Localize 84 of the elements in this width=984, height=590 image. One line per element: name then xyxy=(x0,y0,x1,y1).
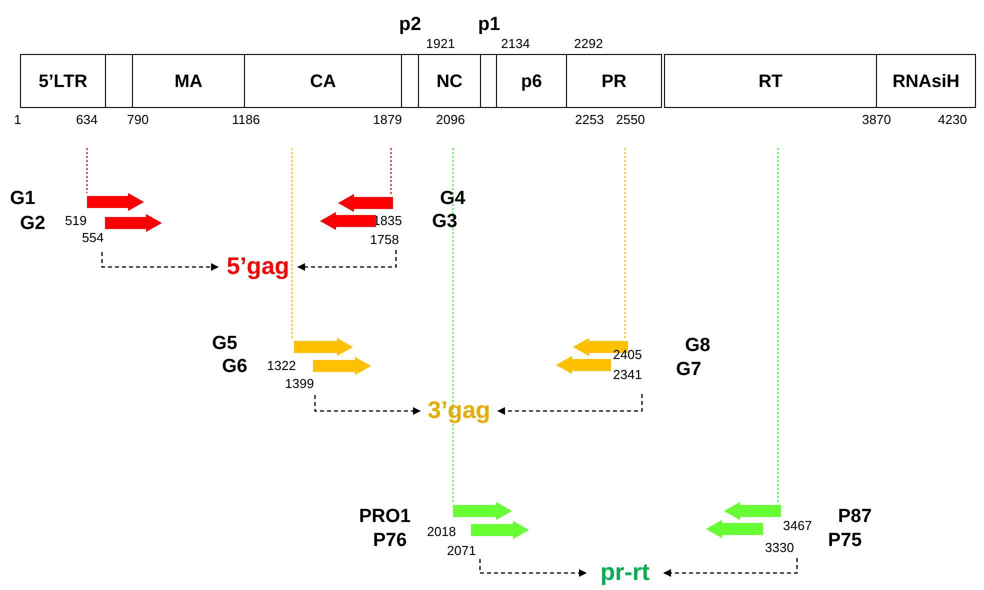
genome-segment xyxy=(105,54,133,108)
genome-segment xyxy=(876,54,976,108)
primer-arrow-icon xyxy=(105,214,162,232)
genome-segment xyxy=(401,54,419,108)
position-number: 2134 xyxy=(501,36,530,51)
dotted-guide-line xyxy=(777,148,779,502)
dashed-arrow xyxy=(663,558,798,577)
position-number: 554 xyxy=(82,230,104,245)
segment-label: p1 xyxy=(478,14,500,36)
dashed-arrow xyxy=(101,252,219,271)
primer-name: PRO1 xyxy=(359,506,411,528)
segment-label: CA xyxy=(310,70,336,92)
segment-label: p6 xyxy=(520,70,542,92)
position-number: 4230 xyxy=(938,112,967,127)
position-number: 2292 xyxy=(574,36,603,51)
position-number: 1322 xyxy=(267,358,296,373)
position-number: 634 xyxy=(76,112,98,127)
primer-name: G3 xyxy=(432,211,458,233)
primer-arrow-icon xyxy=(471,521,529,539)
primer-name: G1 xyxy=(10,188,36,210)
genome-segment xyxy=(664,54,877,108)
dashed-arrow xyxy=(314,395,421,415)
primer-arrow-icon xyxy=(556,356,611,374)
position-number: 3467 xyxy=(783,518,812,533)
position-number: 1879 xyxy=(373,112,402,127)
genome-segment xyxy=(20,54,106,108)
position-number: 2071 xyxy=(447,543,476,558)
position-number: 1758 xyxy=(370,232,399,247)
genome-segment xyxy=(132,54,245,108)
position-number: 2405 xyxy=(613,347,642,362)
amplicon-label: 5’gag xyxy=(220,252,296,282)
primer-arrow-icon xyxy=(453,502,512,520)
segment-label: 5’LTR xyxy=(38,70,88,92)
position-number: 2096 xyxy=(436,112,465,127)
segment-label: p2 xyxy=(399,14,422,36)
primer-name: G7 xyxy=(676,359,702,381)
position-number: 3870 xyxy=(862,112,891,127)
genome-segment xyxy=(496,54,567,108)
primer-arrow-icon xyxy=(313,357,371,375)
position-number: 2550 xyxy=(616,112,645,127)
position-number: 2018 xyxy=(427,524,456,539)
primer-name: P76 xyxy=(373,530,407,552)
dashed-arrow xyxy=(297,250,397,271)
position-number: 3330 xyxy=(765,540,794,555)
segment-label: RNAsiH xyxy=(892,70,960,92)
dotted-guide-line xyxy=(390,148,392,194)
primer-arrow-icon xyxy=(320,212,376,230)
dotted-guide-line xyxy=(291,148,293,338)
position-number: 1399 xyxy=(285,376,314,391)
position-number: 1921 xyxy=(426,36,455,51)
primer-name: P75 xyxy=(828,530,862,552)
primer-arrow-icon xyxy=(294,338,353,356)
genome-segment xyxy=(566,54,662,108)
dashed-arrow xyxy=(479,559,587,577)
position-number: 790 xyxy=(127,112,149,127)
segment-label: PR xyxy=(601,70,626,92)
primer-name: G4 xyxy=(440,188,466,210)
primer-name: P87 xyxy=(838,506,872,528)
primer-arrow-icon xyxy=(706,520,763,538)
position-number: 2253 xyxy=(575,112,604,127)
segment-label: NC xyxy=(436,70,462,92)
position-number: 2341 xyxy=(613,367,642,382)
dotted-guide-line xyxy=(624,148,626,338)
primer-name: G8 xyxy=(685,335,710,357)
primer-arrow-icon xyxy=(724,502,781,520)
genome-segment xyxy=(480,54,497,108)
position-number: 1 xyxy=(14,112,22,127)
dotted-guide-line xyxy=(86,148,88,193)
primer-name: G6 xyxy=(222,356,248,378)
genome-segment xyxy=(418,54,481,108)
dotted-guide-line xyxy=(452,148,454,502)
segment-label: RT xyxy=(758,70,782,92)
position-number: 1186 xyxy=(232,112,260,127)
amplicon-label: pr-rt xyxy=(588,558,662,588)
position-number: 1835 xyxy=(373,213,402,228)
segment-label: MA xyxy=(174,70,202,92)
genome-segment xyxy=(244,54,402,108)
primer-name: G2 xyxy=(20,213,46,235)
primer-name: G5 xyxy=(212,333,238,355)
primer-arrow-icon xyxy=(87,193,144,211)
primer-arrow-icon xyxy=(338,194,393,212)
position-number: 519 xyxy=(65,213,87,228)
dashed-arrow xyxy=(497,394,643,415)
amplicon-label: 3’gag xyxy=(422,396,496,426)
